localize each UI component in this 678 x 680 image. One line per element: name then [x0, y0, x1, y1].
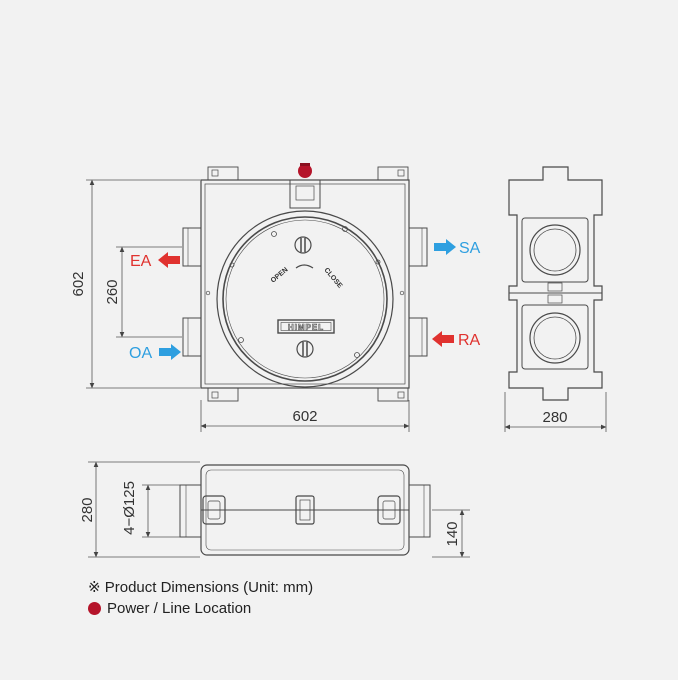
front-width-value: 602 [292, 408, 317, 425]
side-width-value: 280 [542, 409, 567, 426]
legend-note-text: ※ Product Dimensions (Unit: mm) [88, 579, 314, 596]
power-location-dot [298, 164, 312, 178]
ea-label: EA [130, 253, 152, 270]
knob-bottom [296, 340, 314, 358]
brand-plate [277, 319, 335, 334]
bottom-height-value: 280 [79, 497, 96, 522]
port-center-value: 140 [444, 521, 461, 546]
legend-power-text: Power / Line Location [107, 600, 252, 617]
sa-arrow [434, 239, 456, 255]
bottom-height-dimension [88, 461, 200, 558]
bottom-view [179, 464, 431, 556]
front-width-dimension [200, 400, 410, 432]
ra-label: RA [458, 332, 481, 349]
side-view [508, 166, 603, 401]
legend-power: Power / Line Location [88, 600, 251, 617]
brand-logo: HIMPEL [288, 323, 324, 332]
open-label: OPEN [270, 266, 290, 284]
port-diameter-value: 4−Ø125 [121, 481, 138, 535]
access-door [216, 210, 394, 388]
front-height-dimension [86, 179, 200, 389]
close-label: CLOSE [322, 267, 343, 290]
front-height-value: 602 [70, 271, 87, 296]
ra-arrow [432, 331, 454, 347]
ea-arrow [158, 252, 180, 268]
port-spacing-value: 260 [104, 279, 121, 304]
legend-note: ※ Product Dimensions (Unit: mm) [88, 578, 313, 596]
side-width-dimension [504, 392, 607, 432]
sa-label: SA [459, 240, 481, 257]
front-view [182, 166, 428, 402]
power-dot-icon [88, 602, 101, 615]
oa-label: OA [129, 345, 152, 362]
oa-arrow [159, 344, 181, 360]
port-center-dimension [432, 509, 470, 558]
port-diameter-dimension [142, 484, 180, 538]
knob-top [294, 236, 312, 254]
port-spacing-dimension [116, 246, 182, 338]
